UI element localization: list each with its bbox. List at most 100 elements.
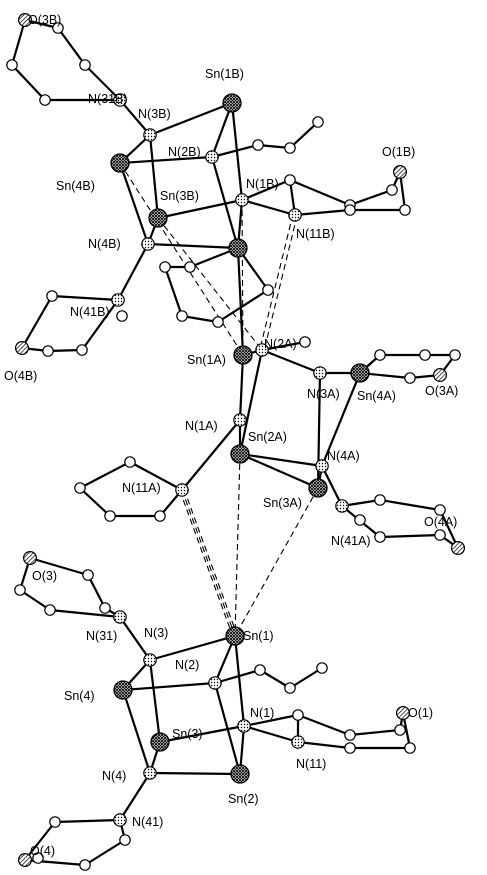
bond-C3B4-C3B3 <box>56 26 87 67</box>
atom-N31B <box>113 93 127 107</box>
atom-C41d <box>119 834 131 846</box>
atoms-layer <box>6 13 466 871</box>
label-N2: N(2) <box>175 658 199 672</box>
atom-Sn4A <box>350 363 370 383</box>
atom-C4Bb <box>116 310 128 322</box>
atom-Sn1 <box>225 626 245 646</box>
atom-N1A <box>233 413 247 427</box>
bond-C11Ab-C11Ac <box>78 486 112 518</box>
bond-N2A-N3A <box>260 348 322 375</box>
atom-CH2Bc <box>312 116 324 128</box>
atom-C11Ab <box>74 482 86 494</box>
contact-double-N11A-Sn1-1 <box>183 489 238 636</box>
atom-N1B <box>235 193 249 207</box>
label-N31B: N(31B) <box>88 92 128 106</box>
atom-Sn4 <box>113 680 133 700</box>
contact-N11A-Sn1 <box>181 489 236 637</box>
atom-N4 <box>143 766 157 780</box>
bond-CH2Bb-CH2Bc <box>288 120 320 150</box>
atom-C1Bd <box>399 204 411 216</box>
bond-N1B-C1Ba <box>240 178 292 202</box>
atom-C1e <box>344 742 356 754</box>
bond-N31B-N3B <box>118 98 152 137</box>
atom-O3 <box>23 550 38 565</box>
atom-Sn2B <box>228 238 248 258</box>
bond-Sn1-N1 <box>233 634 246 728</box>
contact-double-N11A-Sn1-0 <box>179 490 234 637</box>
label-O4: O(4) <box>30 844 55 858</box>
bond-Sn2A-Sn3A <box>238 452 320 490</box>
label-N31: N(31) <box>86 629 117 643</box>
atom-CAc <box>419 349 431 361</box>
contact-N1B-Sn1A <box>241 199 244 356</box>
atom-C4Bd <box>76 344 88 356</box>
bond-N2-Sn2 <box>213 681 242 776</box>
bond-O3-C34 <box>28 556 90 577</box>
label-O1: O(1) <box>408 706 433 720</box>
atom-C3B4 <box>52 22 64 34</box>
bond-N3B-Sn1B <box>148 101 234 137</box>
label-Sn1B: Sn(1B) <box>205 67 244 81</box>
atom-C1Ba <box>284 174 296 186</box>
atom-CH2a <box>254 664 266 676</box>
bond-N2B-Sn2B <box>210 155 240 250</box>
bond-N31-N3 <box>118 615 152 662</box>
atom-CH2Bb <box>284 142 296 154</box>
atom-N2A <box>255 343 269 357</box>
bond-C41a-O4 <box>23 820 57 862</box>
bond-C4Ba-O4B <box>20 294 54 350</box>
bond-C4Bd-N41B <box>80 298 120 352</box>
bond-C4Ae-O4A <box>438 508 460 550</box>
label-N1: N(1) <box>250 706 274 720</box>
atom-C41B1 <box>159 261 171 273</box>
bond-N1-C1a <box>242 713 300 728</box>
label-N1B: N(1B) <box>246 177 279 191</box>
bond-N41B-C4Ba <box>50 294 120 302</box>
label-Sn1: Sn(1) <box>243 629 274 643</box>
bond-Sn3B-N1B <box>156 198 244 220</box>
bond-C3B1-O3B <box>10 18 27 67</box>
bond-N4A-N41A <box>320 464 344 508</box>
label-O1B: O(1B) <box>382 145 415 159</box>
atom-N3 <box>143 653 157 667</box>
bond-N2A-Sn2A <box>238 348 264 456</box>
contact-Sn3B-N2A <box>157 217 263 351</box>
bond-C1Bb-C1Bc <box>348 188 394 207</box>
bond-N1A-N11A <box>180 418 242 492</box>
atom-C41B4 <box>212 316 224 328</box>
bond-N3-Sn3 <box>148 658 162 744</box>
label-N3: N(3) <box>144 626 168 640</box>
bond-N4A-Sn4A <box>320 371 362 468</box>
label-N4A: N(4A) <box>327 449 360 463</box>
label-Sn2A: Sn(2A) <box>248 430 287 444</box>
bond-N2-CH2a <box>213 668 262 685</box>
atom-C41c <box>79 859 91 871</box>
bond-C3B2-C3B1 <box>10 63 47 102</box>
atom-C4Ad <box>374 494 386 506</box>
label-O3A: O(3A) <box>425 384 458 398</box>
atom-C33 <box>99 602 111 614</box>
bond-N3-Sn1 <box>148 634 237 662</box>
bond-Sn4B-N4B <box>118 161 150 246</box>
bond-N4-Sn2 <box>148 771 242 776</box>
bond-N1B-N11B <box>240 198 297 217</box>
contact-Sn3A-Sn1 <box>234 487 319 637</box>
atom-O1 <box>396 705 411 720</box>
label-N41B: N(41B) <box>70 305 110 319</box>
bond-C41B3-C41B1 <box>163 265 184 318</box>
bond-C11Aa-C11Ab <box>78 460 132 490</box>
contact-double-N11B-N2A-0 <box>259 214 294 350</box>
atom-C4Bc <box>42 345 54 357</box>
atom-CAa <box>299 336 311 348</box>
atom-C4Aa <box>354 514 366 526</box>
bond-Sn2A-N4A <box>238 452 324 468</box>
atom-C1b <box>344 729 356 741</box>
bond-CH2b-CH2c <box>288 666 324 690</box>
bond-C41B3-C41B4 <box>180 314 220 324</box>
bond-N4B-N41B <box>116 242 150 302</box>
bond-C3B3-N31B <box>83 63 122 102</box>
bond-C34-C33 <box>86 573 107 610</box>
atom-C1Be <box>344 204 356 216</box>
atom-CAd <box>449 349 461 361</box>
label-Sn4A: Sn(4A) <box>357 389 396 403</box>
